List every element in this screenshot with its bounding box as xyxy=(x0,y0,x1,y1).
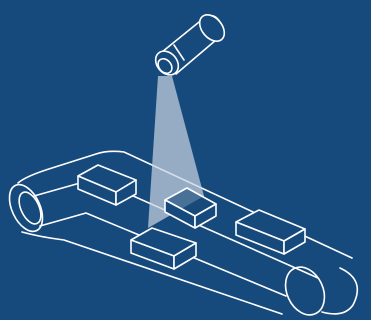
vision-inspection-illustration xyxy=(0,0,371,320)
